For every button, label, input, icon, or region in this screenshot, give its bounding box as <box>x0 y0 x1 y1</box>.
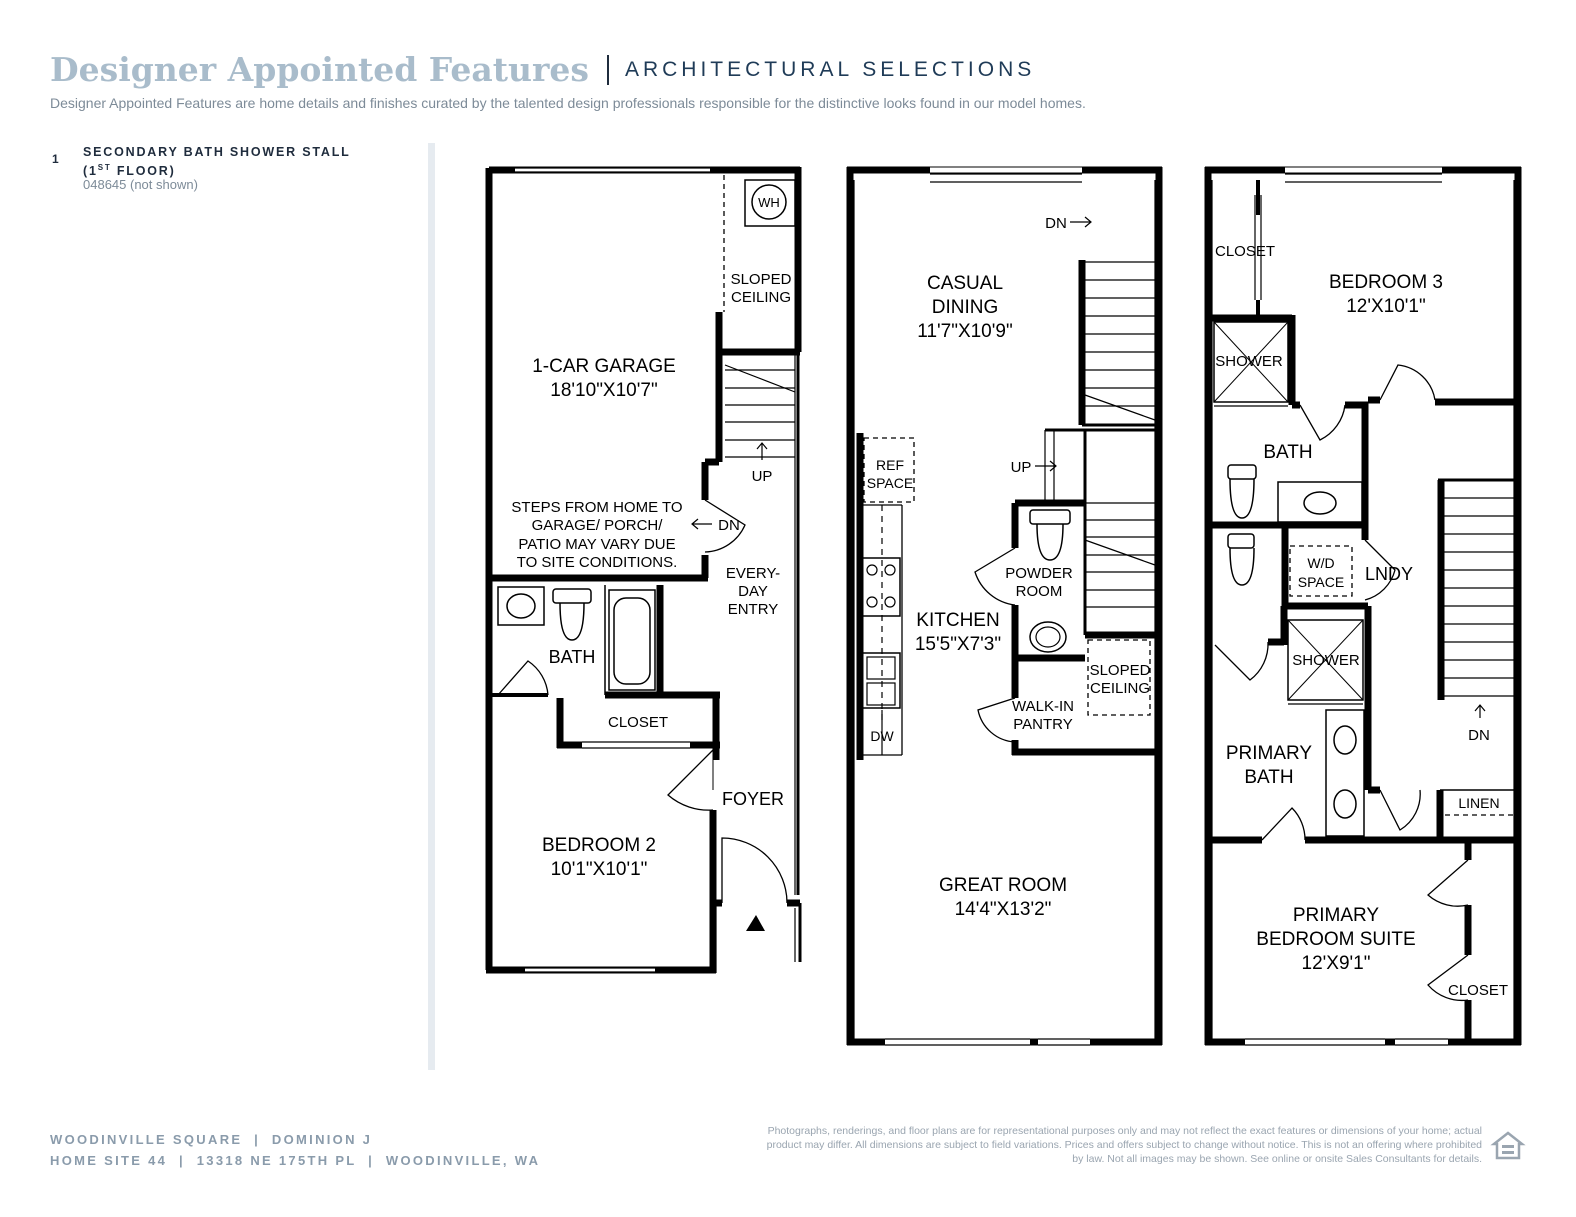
feature-title-prefix: (1 <box>83 164 98 179</box>
label-stairs-up: UP <box>752 468 773 485</box>
label-primary-bath-2: BATH <box>1244 767 1293 788</box>
page-title: Designer Appointed Features <box>50 50 589 89</box>
label-great-room: GREAT ROOM <box>939 875 1067 896</box>
feature-title-line2: (1ST FLOOR) <box>83 160 403 179</box>
vertical-divider <box>428 143 435 1070</box>
feature-title-suffix: FLOOR) <box>111 164 176 179</box>
label-wd-space-1: W/D <box>1307 555 1334 571</box>
second-floor-labels: DN CASUAL DINING 11'7"X10'9" REF SPACE U… <box>867 215 1151 920</box>
label-casual-dining-dim: 11'7"X10'9" <box>917 321 1012 342</box>
label-ref-space-2: SPACE <box>867 475 913 491</box>
label-casual-dining-1: CASUAL <box>927 273 1003 294</box>
label-foyer: FOYER <box>722 789 784 809</box>
footer-disclaimer: Photographs, renderings, and floor plans… <box>766 1125 1482 1165</box>
label-closet-bottom: CLOSET <box>1448 982 1508 999</box>
label-powder-room-2: ROOM <box>1016 583 1063 600</box>
label-stairs-dn-2: DN <box>1045 215 1067 232</box>
page-description: Designer Appointed Features are home det… <box>50 95 1086 111</box>
label-kitchen: KITCHEN <box>916 610 999 631</box>
label-sloped-ceiling-2a: SLOPED <box>1090 662 1151 679</box>
third-floor-labels: CLOSET BEDROOM 3 12'X10'1" SHOWER BATH W… <box>1215 243 1508 999</box>
feature-title-sup: ST <box>97 163 112 172</box>
label-steps-note-3: PATIO MAY VARY DUE <box>518 536 675 553</box>
equal-housing-icon <box>1490 1131 1526 1160</box>
feature-code: 048645 (not shown) <box>83 177 198 192</box>
label-casual-dining-2: DINING <box>932 297 999 318</box>
label-garage: 1-CAR GARAGE <box>532 356 676 377</box>
label-ref-space-1: REF <box>876 457 904 473</box>
label-stairs-up-2: UP <box>1011 459 1032 476</box>
footer-community: WOODINVILLE SQUARE | DOMINION J HOME SIT… <box>50 1129 540 1171</box>
label-steps-note-1: STEPS FROM HOME TO <box>511 499 682 516</box>
label-powder-room-1: POWDER <box>1005 565 1073 582</box>
label-linen: LINEN <box>1458 795 1499 811</box>
feature-title-line1: SECONDARY BATH SHOWER STALL <box>83 145 351 159</box>
label-garage-dn: DN <box>718 517 740 534</box>
label-bedroom-3: BEDROOM 3 <box>1329 272 1443 293</box>
label-primary-bath-1: PRIMARY <box>1226 743 1313 764</box>
title-row: Designer Appointed Features ARCHITECTURA… <box>50 50 1530 89</box>
label-bedroom-3-dim: 12'X10'1" <box>1346 296 1426 317</box>
label-steps-note-2: GARAGE/ PORCH/ <box>532 517 664 534</box>
label-shower-1: SHOWER <box>1215 353 1283 370</box>
label-water-heater: WH <box>758 195 780 210</box>
label-pantry-1: WALK-IN <box>1012 698 1074 715</box>
feature-title: SECONDARY BATH SHOWER STALL (1ST FLOOR) <box>83 144 403 179</box>
label-laundry: LNDY <box>1365 564 1413 584</box>
title-divider <box>606 54 609 85</box>
footer-line-2: HOME SITE 44 | 13318 NE 175TH PL | WOODI… <box>50 1153 541 1168</box>
label-great-room-dim: 14'4"X13'2" <box>955 899 1052 920</box>
label-steps-note-4: TO SITE CONDITIONS. <box>517 554 678 571</box>
label-closet-1: CLOSET <box>608 714 668 731</box>
label-bedroom-2: BEDROOM 2 <box>542 835 656 856</box>
label-bath-3: BATH <box>1263 442 1312 463</box>
label-primary-suite-dim: 12'X9'1" <box>1302 953 1371 974</box>
feature-number: 1 <box>52 152 59 166</box>
label-garage-dim: 18'10"X10'7" <box>550 380 657 401</box>
floor-plan-first-floor <box>485 166 802 974</box>
label-pantry-2: PANTRY <box>1013 716 1072 733</box>
label-everyday-2: DAY <box>738 583 768 600</box>
label-primary-suite-1: PRIMARY <box>1293 905 1380 926</box>
label-bath-1: BATH <box>549 647 596 667</box>
label-primary-suite-2: BEDROOM SUITE <box>1256 929 1415 950</box>
label-kitchen-dim: 15'5"X7'3" <box>915 634 1001 655</box>
page-header: Designer Appointed Features ARCHITECTURA… <box>50 50 1530 111</box>
second-floor-arrows <box>1035 216 1092 472</box>
label-sloped-ceiling-2b: CEILING <box>1090 680 1150 697</box>
footer-line-1: WOODINVILLE SQUARE | DOMINION J <box>50 1132 373 1147</box>
label-dishwasher: DW <box>870 728 894 744</box>
first-floor-dn-arrow <box>691 518 712 530</box>
page-subtitle: ARCHITECTURAL SELECTIONS <box>624 57 1036 81</box>
label-bedroom-2-dim: 10'1"X10'1" <box>551 859 648 880</box>
label-wd-space-2: SPACE <box>1298 574 1344 590</box>
label-closet-top: CLOSET <box>1215 243 1275 260</box>
label-everyday-3: ENTRY <box>728 601 779 618</box>
label-stairs-dn-3: DN <box>1468 727 1490 744</box>
label-everyday-1: EVERY- <box>726 565 780 582</box>
floor-plan-second-floor <box>846 166 1163 1046</box>
floor-plan-third-floor <box>1204 166 1522 1046</box>
label-sloped-ceiling-1b: CEILING <box>731 289 791 306</box>
label-sloped-ceiling-1a: SLOPED <box>731 271 792 288</box>
first-floor-labels: 1-CAR GARAGE 18'10"X10'7" WH SLOPED CEIL… <box>511 195 791 880</box>
label-shower-2: SHOWER <box>1292 652 1360 669</box>
